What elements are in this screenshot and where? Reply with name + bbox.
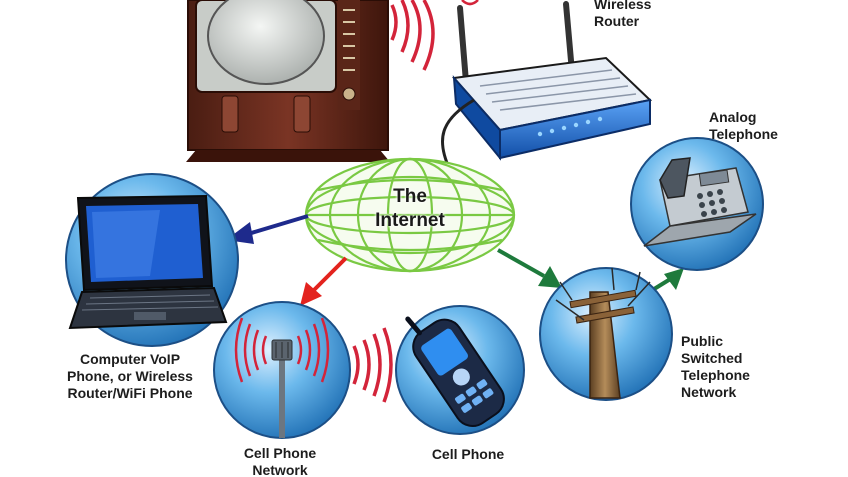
- television-icon: [186, 0, 390, 162]
- computer-label: Computer VoIP Phone, or Wireless Router/…: [67, 351, 193, 401]
- cell-phone-label: Cell Phone: [431, 446, 505, 462]
- cell-tower-icon: [213, 301, 351, 439]
- laptop-icon: [65, 173, 239, 347]
- pstn-label: Public Switched Telephone Network: [681, 333, 750, 400]
- telephone-pole-icon: [539, 267, 673, 401]
- arrow-to-cell-network: [300, 256, 348, 306]
- arrow-to-computer: [226, 214, 309, 244]
- wireless-router-icon: [441, 1, 653, 171]
- arrow-to-pstn: [497, 248, 562, 288]
- internet-globe-icon: [304, 157, 516, 273]
- analog-telephone-icon: [630, 137, 764, 271]
- analog-telephone-label: Analog Telephone: [709, 109, 778, 142]
- cell-phone-icon: [395, 305, 525, 435]
- cell-network-label: Cell Phone Network: [243, 445, 317, 477]
- cell-signal-icon: [352, 327, 393, 403]
- internet-label: The Internet: [375, 186, 445, 231]
- router-label: Wireless Router: [594, 0, 652, 29]
- tv-signal-icon: [390, 0, 479, 71]
